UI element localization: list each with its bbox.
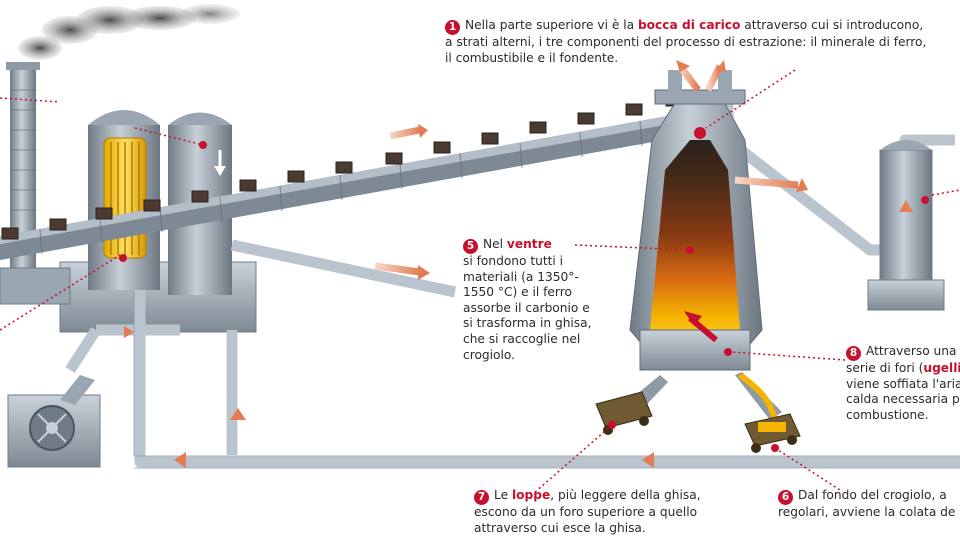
caption-keyword: bocca di carico: [637, 18, 741, 32]
caption-keyword: ugelli: [923, 361, 960, 375]
caption-number: 1: [445, 20, 460, 35]
slag-wagon: [595, 391, 653, 435]
caption-number: 6: [778, 490, 793, 505]
air-blower: [7, 375, 101, 468]
callout-lines: [0, 69, 960, 493]
conveyor-belt: [0, 95, 708, 260]
smoke: [18, 4, 240, 60]
left-structure: [0, 267, 71, 305]
blast-furnace: [618, 60, 808, 421]
pig-iron-wagon: [744, 413, 801, 453]
caption-keyword: loppe: [511, 488, 551, 502]
caption-number: 5: [463, 239, 478, 254]
caption-number: 7: [474, 490, 489, 505]
dust-catcher: [867, 140, 945, 311]
caption-keyword: ventre: [506, 237, 552, 251]
caption-number: 8: [846, 346, 861, 361]
flow-arrows: [80, 124, 700, 468]
